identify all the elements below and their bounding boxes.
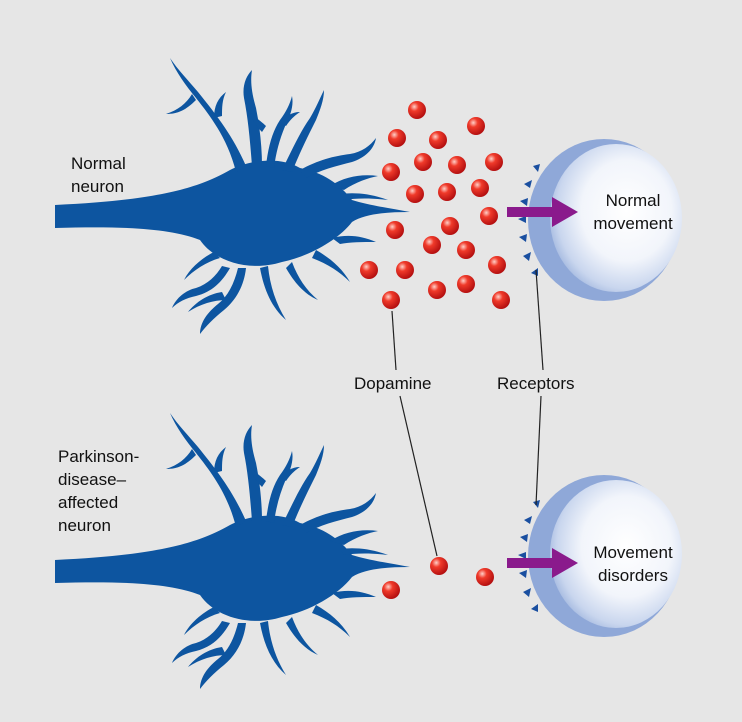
affected-neuron-label: Parkinson- disease– affected neuron — [58, 447, 140, 535]
arrow-right-icon — [507, 197, 578, 227]
arrow-right-icon — [507, 548, 578, 578]
normal-neuron-label: Normal neuron — [71, 154, 126, 196]
receptors-label: Receptors — [497, 374, 575, 393]
movement-disorders-label: Movement disorders — [593, 543, 673, 585]
dopamine-label: Dopamine — [354, 374, 432, 393]
dopamine-molecules-normal — [360, 101, 510, 309]
dopamine-molecules-affected — [382, 557, 494, 599]
leader-lines — [391, 269, 544, 557]
normal-movement-label: Normal movement — [593, 191, 673, 233]
